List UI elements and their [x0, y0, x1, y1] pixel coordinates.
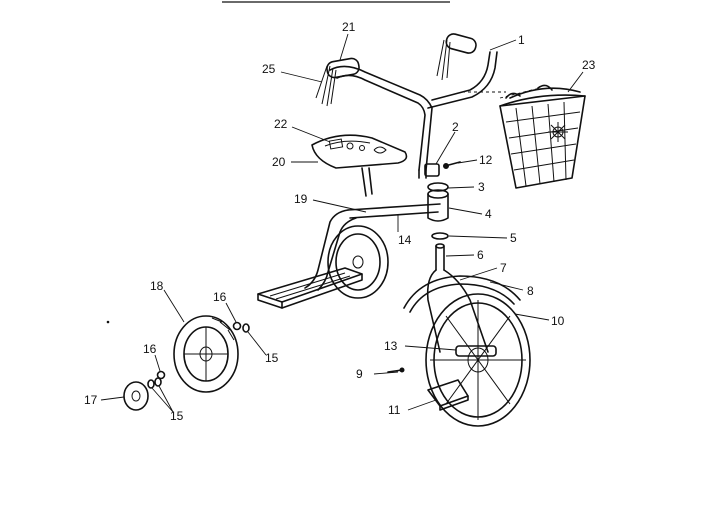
leader-lines [100, 33, 584, 413]
hubcap-center [131, 390, 141, 402]
head-tube-parts [424, 161, 461, 240]
callout-13: 13 [384, 339, 398, 353]
hubcap-part [123, 381, 149, 411]
washer-lower-a [147, 379, 155, 389]
callout-9: 9 [356, 367, 363, 381]
stray-dot [106, 320, 110, 324]
callout-15-lower: 15 [170, 409, 184, 423]
washer-lower-b [154, 377, 162, 387]
callout-labels: 21 1 23 25 2 22 20 12 3 19 4 14 5 6 7 8 … [84, 20, 596, 423]
callout-6: 6 [477, 248, 484, 262]
rear-wheel-part [173, 315, 239, 393]
frame-part [257, 203, 441, 309]
callout-11: 11 [388, 403, 401, 417]
cap-nut-lower [156, 370, 166, 380]
callout-21: 21 [342, 20, 356, 34]
callout-2: 2 [452, 120, 459, 134]
callout-25: 25 [262, 62, 276, 76]
callout-16-upper: 16 [213, 290, 227, 304]
callout-12: 12 [479, 153, 493, 167]
callout-5: 5 [510, 231, 517, 245]
callout-18: 18 [150, 279, 164, 293]
callout-3: 3 [478, 180, 485, 194]
callout-15-upper: 15 [265, 351, 279, 365]
callout-20: 20 [272, 155, 286, 169]
callout-4: 4 [485, 207, 492, 221]
washer-upper [242, 323, 250, 333]
basket-part [499, 84, 586, 189]
callout-17: 17 [84, 393, 98, 407]
callout-7: 7 [500, 261, 507, 275]
callout-16-lower: 16 [143, 342, 157, 356]
front-fork-assembly [403, 243, 531, 427]
callout-10: 10 [551, 314, 565, 328]
screw-head [399, 367, 405, 373]
rear-wheel-upper [327, 225, 389, 299]
callout-23: 23 [582, 58, 596, 72]
callout-22: 22 [274, 117, 288, 131]
callout-1: 1 [518, 33, 525, 47]
seat-part [311, 134, 408, 197]
callout-8: 8 [527, 284, 534, 298]
cap-nut-upper [232, 321, 242, 331]
basket-mount-guide [462, 87, 541, 99]
callout-19: 19 [294, 192, 308, 206]
callout-14: 14 [398, 233, 412, 247]
